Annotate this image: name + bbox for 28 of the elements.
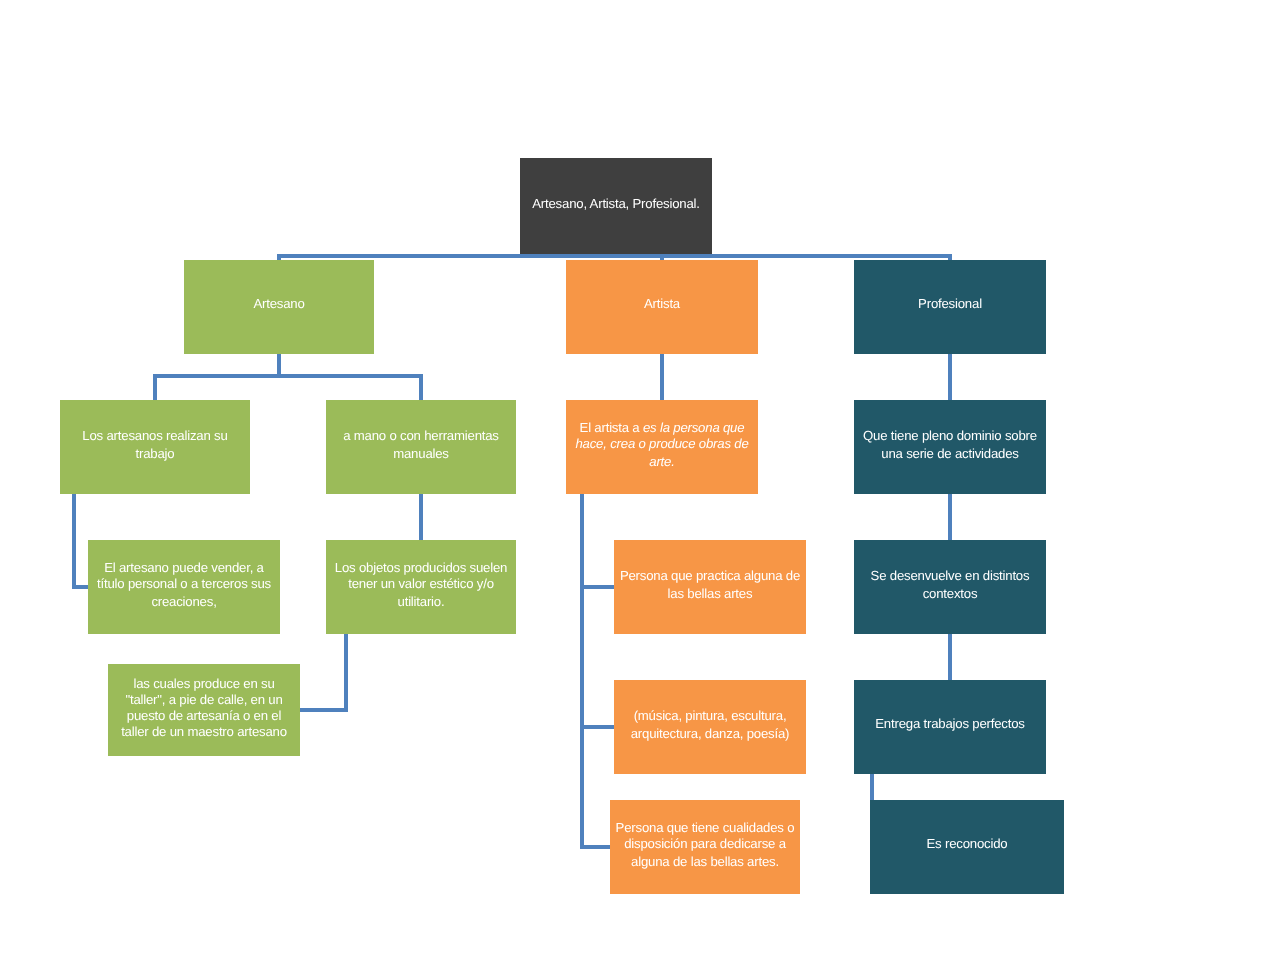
category-box: [610, 800, 800, 894]
connector-line: [419, 494, 423, 540]
category-box: [108, 664, 300, 756]
category-box: [854, 400, 1046, 494]
category-box: [614, 680, 806, 774]
category-box: [566, 400, 758, 494]
category-box: [854, 260, 1046, 354]
category-box: [60, 400, 250, 494]
category-box: [326, 400, 516, 494]
category-box: [184, 260, 374, 354]
category-box: [870, 800, 1064, 894]
topic-box: [520, 158, 712, 254]
category-box: [88, 540, 280, 634]
category-box: [566, 260, 758, 354]
connector-line: [277, 252, 618, 260]
connector-line: [277, 354, 423, 400]
category-box: [326, 540, 516, 634]
category-box: [614, 540, 806, 634]
connector-line: [948, 354, 952, 400]
connector-line: [580, 494, 610, 849]
connector-line: [660, 354, 664, 400]
connector-line: [72, 494, 88, 589]
category-box: [854, 540, 1046, 634]
connector-line: [948, 634, 952, 680]
connector-line: [870, 774, 874, 800]
connector-line: [948, 494, 952, 540]
connector-line: [300, 634, 348, 712]
category-box: [854, 680, 1046, 774]
